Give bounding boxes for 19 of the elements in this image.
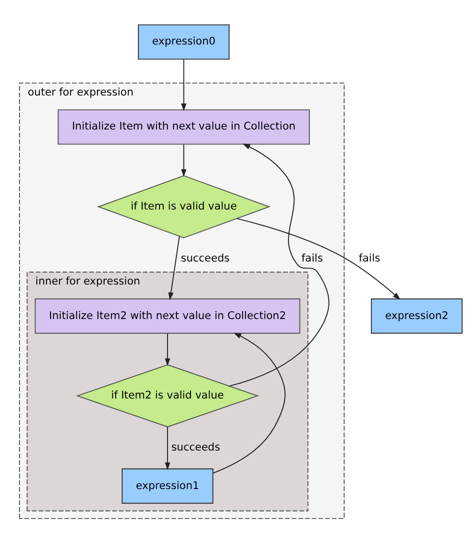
arrow (228, 143, 330, 386)
arrow (164, 426, 170, 470)
edge-label: fails (358, 252, 380, 264)
edge-label: succeeds (171, 441, 220, 454)
node-diamond: if Item is valid value (97, 174, 270, 238)
node-box: Initialize Item with next value in Collection (58, 108, 310, 144)
arrow (212, 332, 286, 474)
arrow (168, 236, 180, 300)
arrow (181, 58, 186, 111)
arrow (164, 332, 170, 366)
edge-label: succeeds (180, 252, 230, 264)
arrow (236, 218, 400, 300)
node-box: expression2 (370, 298, 463, 334)
node-box: Initialize Item2 with next value in Collection2 (34, 298, 300, 334)
node-box: expression0 (138, 24, 230, 60)
node-box: expression1 (122, 468, 214, 504)
arrow (181, 143, 186, 176)
edge-label: fails (301, 252, 323, 264)
node-diamond: if Item2 is valid value (76, 364, 259, 427)
